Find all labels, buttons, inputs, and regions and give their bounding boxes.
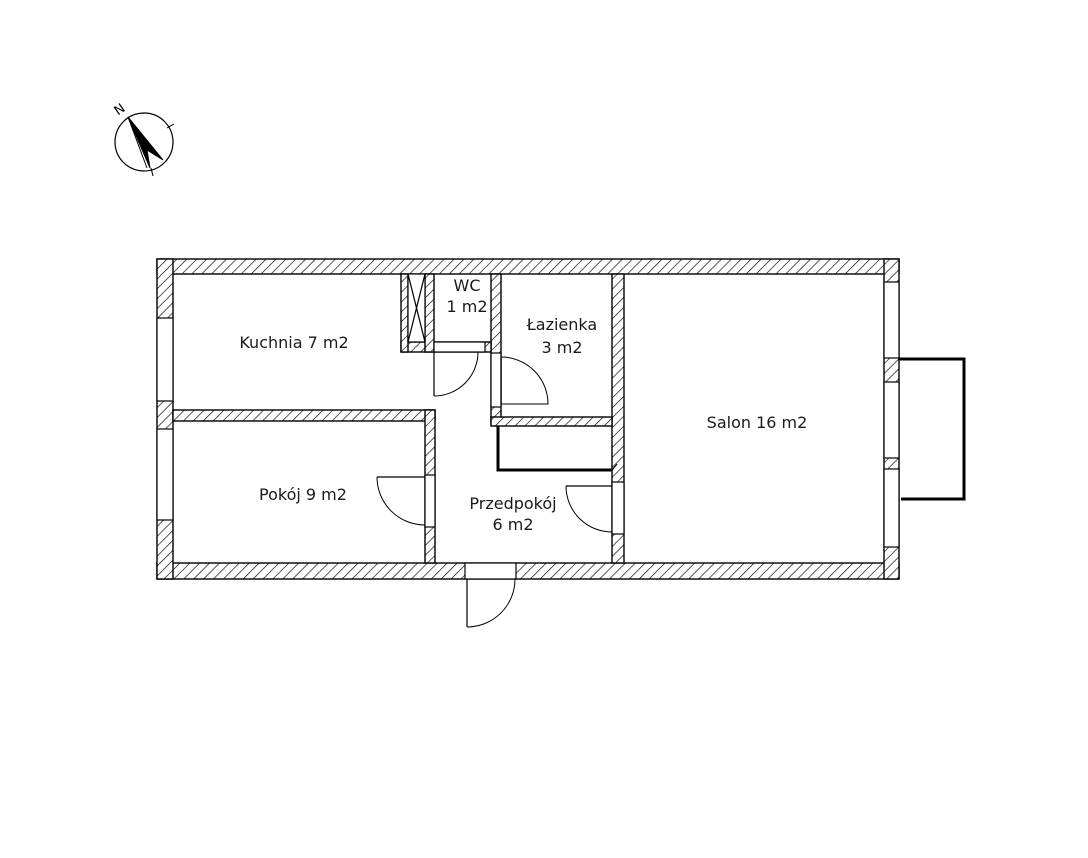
room-label-wc-name: WC xyxy=(454,276,481,295)
opening-lazienka xyxy=(490,352,502,408)
window-salon-middle xyxy=(883,381,900,459)
wall-shaft-left xyxy=(400,273,409,353)
compass-tick-upper xyxy=(166,123,175,129)
door-entrance-arc xyxy=(466,578,516,628)
opening-pokoj xyxy=(424,474,436,528)
door-openings xyxy=(424,341,625,580)
compass-north-letter: N xyxy=(112,101,129,119)
north-arrow-icon xyxy=(127,116,164,169)
room-label-pokoj: Pokój 9 m2 xyxy=(259,485,347,504)
wall-wc-left xyxy=(424,273,435,353)
room-label-lazienka-area: 3 m2 xyxy=(541,338,582,357)
room-label-wc-area: 1 m2 xyxy=(446,297,487,316)
hallway-wardrobe-cap xyxy=(611,463,618,471)
room-label-przedpokoj-area: 6 m2 xyxy=(492,515,533,534)
compass-tick-lower xyxy=(150,167,154,177)
wall-left xyxy=(156,258,174,580)
hallway-wardrobe xyxy=(496,426,612,472)
compass: N xyxy=(112,101,175,177)
door-wc-arc xyxy=(433,351,479,397)
window-salon-upper xyxy=(883,281,900,359)
opening-salon xyxy=(611,481,625,535)
door-lazienka-arc xyxy=(500,356,549,405)
wall-top xyxy=(156,258,900,275)
windows xyxy=(156,281,900,548)
opening-wc xyxy=(433,341,486,353)
room-labels: Kuchnia 7 m2 WC 1 m2 Łazienka 3 m2 Salon… xyxy=(239,276,807,534)
room-label-salon: Salon 16 m2 xyxy=(707,413,808,432)
door-salon-arc xyxy=(565,485,613,533)
room-label-kuchnia: Kuchnia 7 m2 xyxy=(239,333,348,352)
opening-entrance xyxy=(464,562,517,580)
compass-circle xyxy=(114,112,174,172)
window-kuchnia xyxy=(156,317,174,402)
window-pokoj xyxy=(156,428,174,521)
door-pokoj-arc xyxy=(376,476,426,526)
wall-kuchnia-pokoj xyxy=(172,409,436,422)
room-label-przedpokoj-name: Przedpokój xyxy=(469,494,556,513)
room-label-lazienka-name: Łazienka xyxy=(526,315,597,334)
ventilation-shaft xyxy=(407,273,426,343)
window-salon-lower xyxy=(883,468,900,548)
door-swings xyxy=(376,351,613,628)
wall-lazienka-bottom xyxy=(490,416,613,427)
balcony xyxy=(899,357,966,501)
wall-bottom xyxy=(156,562,900,580)
